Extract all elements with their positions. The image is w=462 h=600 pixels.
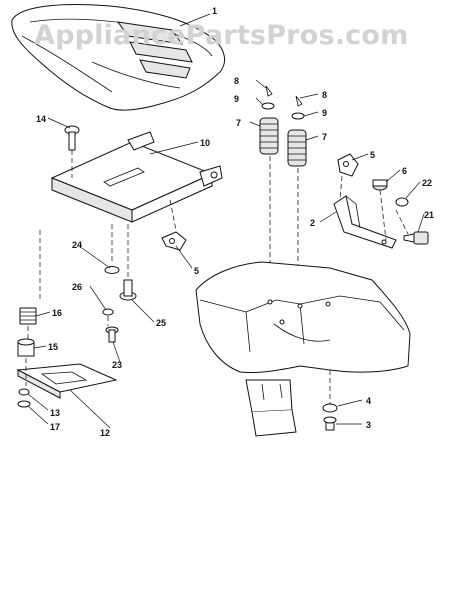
callout-24: 24 — [72, 240, 82, 250]
shoulder-bolt-25-part — [119, 279, 137, 301]
washer-22-part — [395, 197, 409, 207]
knob-21-part — [403, 231, 429, 245]
callout-5-right: 5 — [370, 150, 375, 160]
callout-16: 16 — [52, 308, 62, 318]
callout-12: 12 — [100, 428, 110, 438]
callout-25: 25 — [156, 318, 166, 328]
nut-6-part — [372, 179, 388, 191]
callout-21: 21 — [424, 210, 434, 220]
washer-9-right-part — [291, 112, 305, 120]
callout-2: 2 — [310, 218, 315, 228]
bracket-5-left-part — [161, 231, 187, 251]
callout-1: 1 — [212, 6, 217, 16]
callout-8-left: 8 — [234, 76, 239, 86]
frame-fender-part — [195, 261, 411, 437]
watermark-text: AppliancePartsPros.com — [34, 20, 408, 51]
callout-labels: 1 10 14 5 24 26 25 23 16 15 12 13 17 8 9… — [36, 6, 434, 438]
bolt-3-part — [323, 416, 337, 431]
callout-17: 17 — [50, 422, 60, 432]
nut-13-part — [18, 388, 30, 396]
callout-6: 6 — [402, 166, 407, 176]
washer-4-part — [322, 403, 338, 413]
callout-4: 4 — [366, 396, 371, 406]
callout-7-right: 7 — [322, 132, 327, 142]
bolt-23-part — [105, 326, 119, 343]
washer-9-left-part — [261, 102, 275, 110]
callout-8-right: 8 — [322, 90, 327, 100]
washer-17-part — [17, 400, 31, 408]
bolt-14-part — [64, 125, 80, 151]
seat-pan-part — [50, 131, 223, 223]
bushing-15-part — [17, 338, 35, 357]
callout-22: 22 — [422, 178, 432, 188]
spring-7-right-part — [287, 129, 307, 167]
callout-14: 14 — [36, 114, 46, 124]
callout-7-left: 7 — [236, 118, 241, 128]
callout-13: 13 — [50, 408, 60, 418]
callout-5-left: 5 — [194, 266, 199, 276]
bracket-5-right-part — [337, 153, 359, 177]
adjuster-bracket-2-part — [333, 195, 397, 249]
spacer-26-part — [102, 308, 114, 316]
spring-7-left-part — [259, 117, 279, 155]
callout-9-right: 9 — [322, 108, 327, 118]
pivot-bracket-12-part — [16, 363, 118, 399]
seat-part — [11, 4, 226, 111]
callout-10: 10 — [200, 138, 210, 148]
pin-8-right-part — [295, 95, 303, 107]
callout-3: 3 — [366, 420, 371, 430]
callout-9-left: 9 — [234, 94, 239, 104]
callout-26: 26 — [72, 282, 82, 292]
spring-16-part — [19, 307, 37, 325]
washer-24-part — [104, 266, 120, 274]
callout-23: 23 — [112, 360, 122, 370]
pin-8-left-part — [265, 85, 273, 97]
callout-15: 15 — [48, 342, 58, 352]
